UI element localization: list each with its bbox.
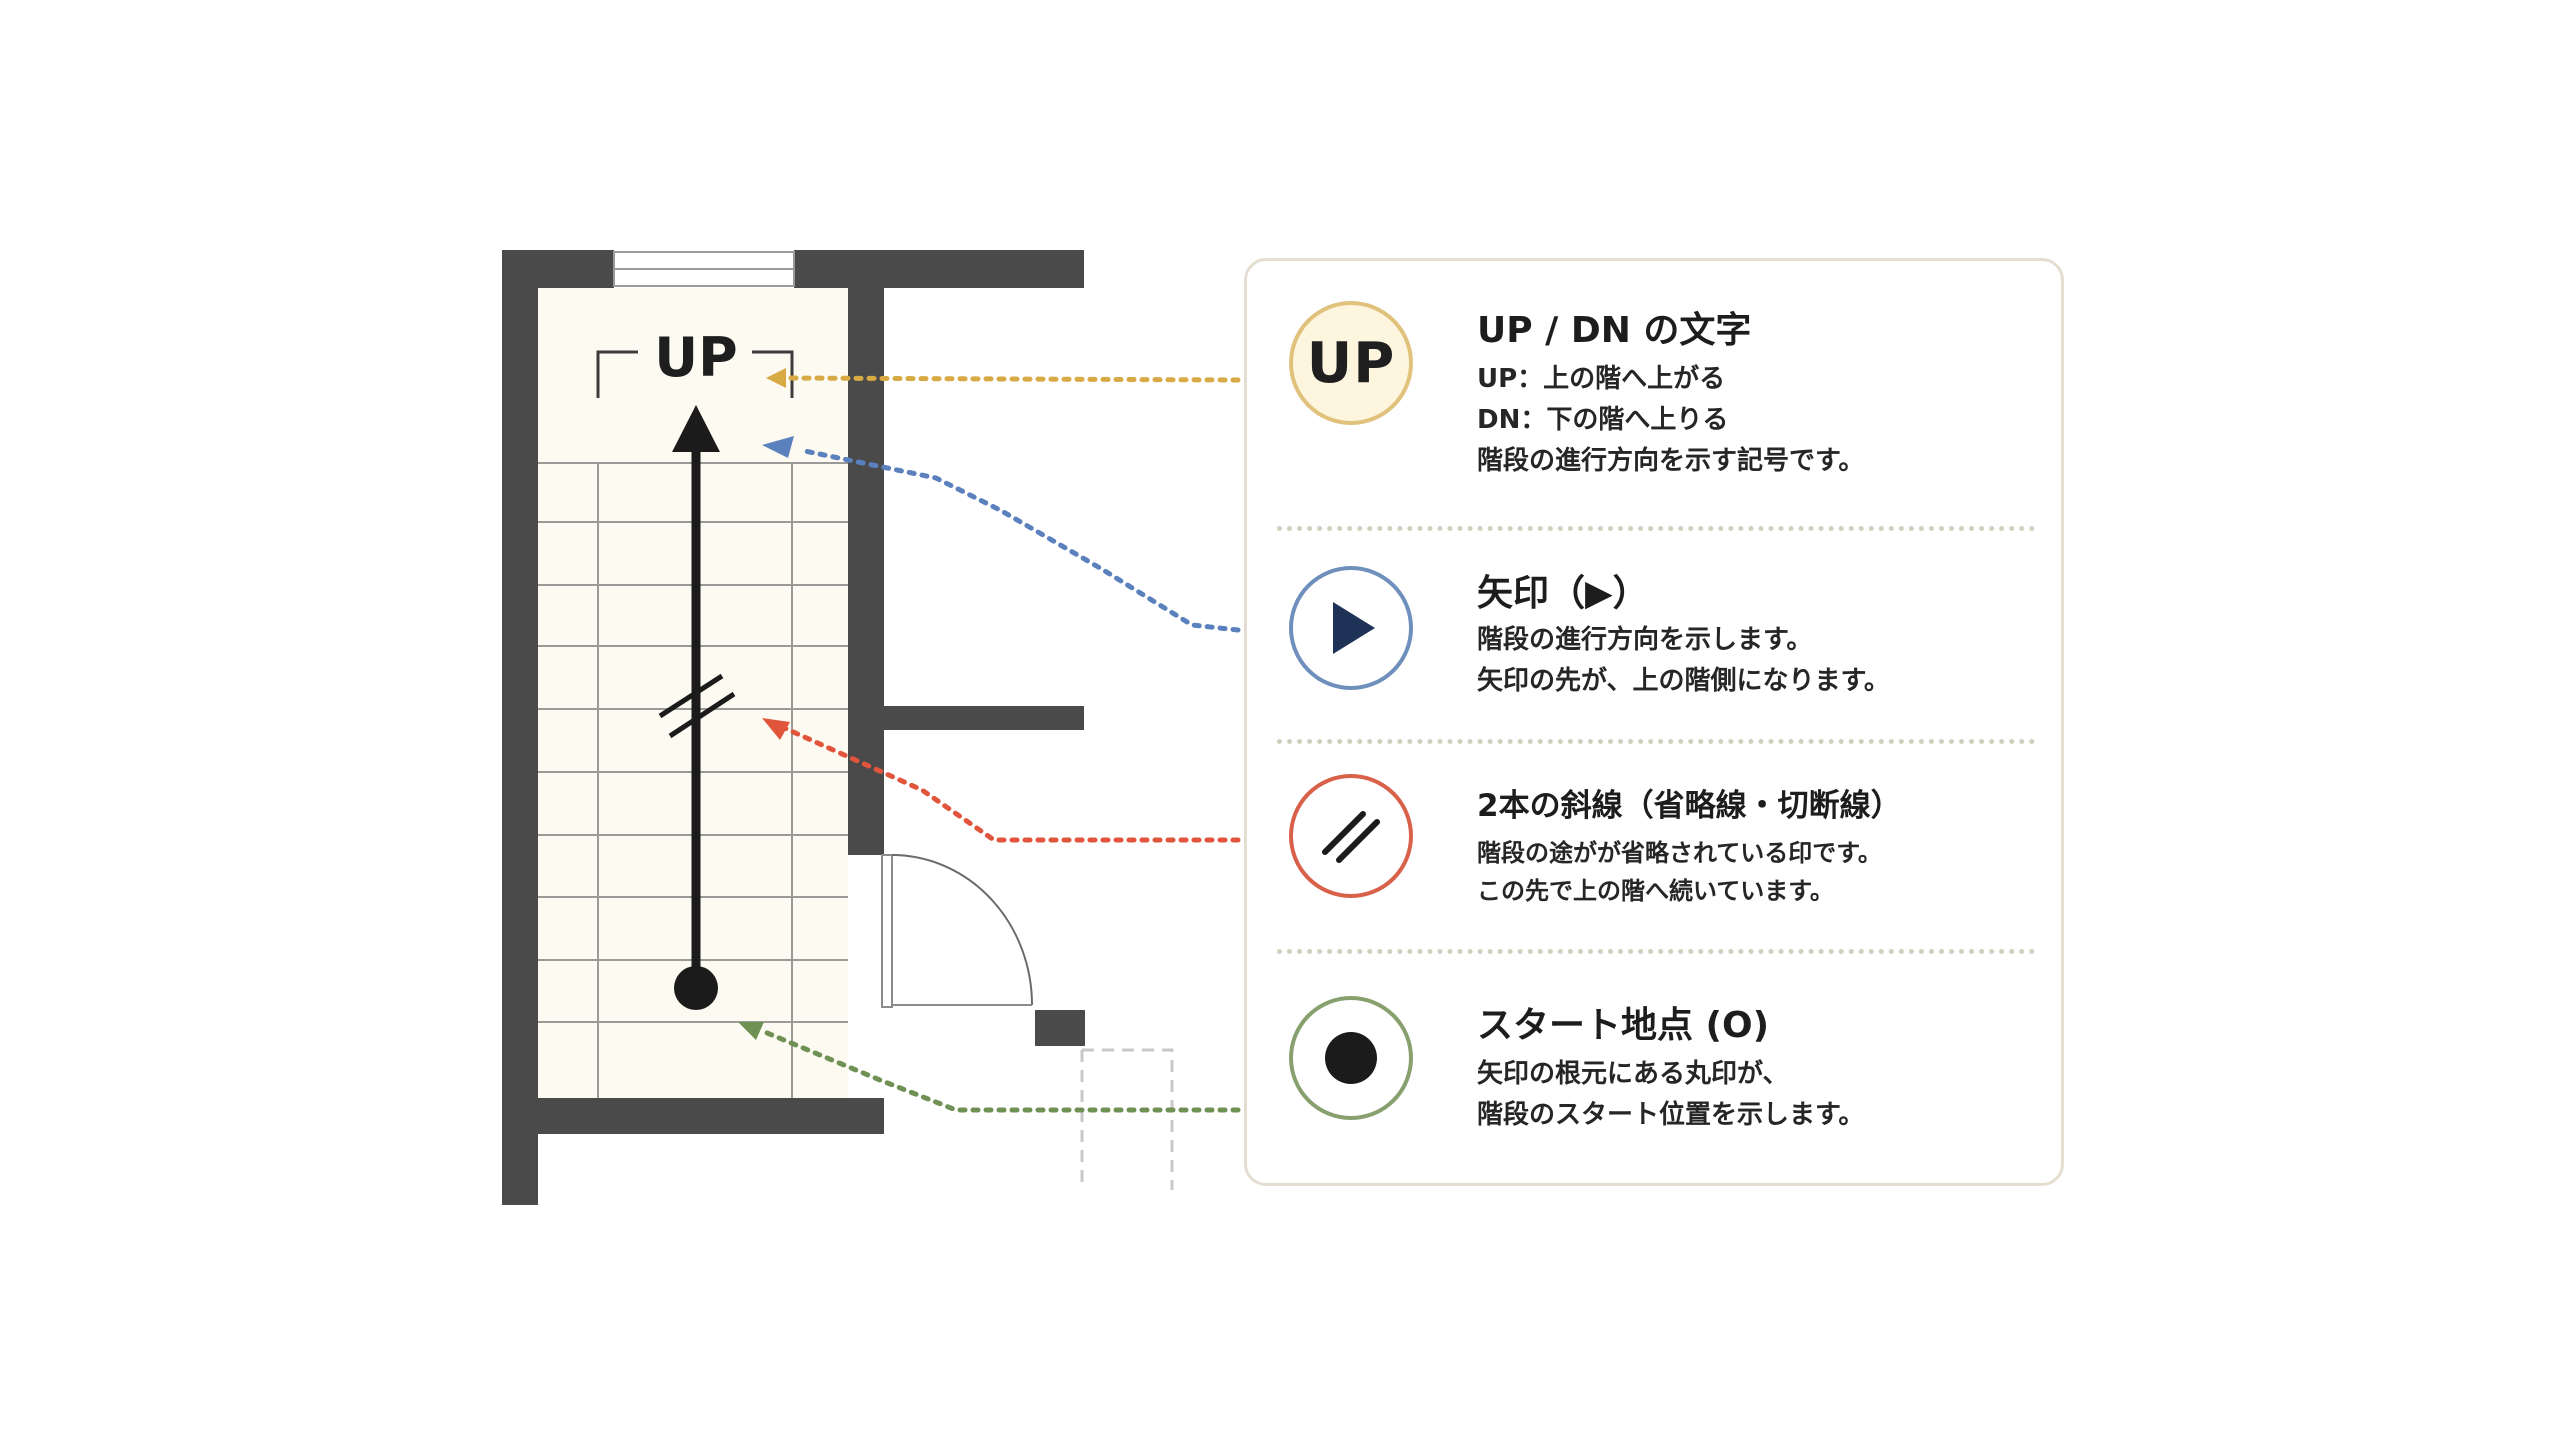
legend-desc-arrow: 階段の進行方向を示します。 矢印の先が、上の階側になります。 — [1477, 620, 1890, 702]
legend-desc-start: 矢印の根元にある丸印が、 階段のスタート位置を示します。 — [1477, 1054, 1864, 1136]
legend-desc-up-dn: UP：上の階へ上がる DN：下の階へ上りる 階段の進行方向を示す記号です。 — [1477, 359, 1864, 482]
landing-bracket — [596, 350, 794, 398]
legend-desc-slash: 階段の途がが省略されている印です。 この先で上の階へ続いています。 — [1477, 834, 1882, 910]
legend-divider — [1277, 739, 2035, 744]
legend-divider — [1277, 526, 2035, 531]
arrow-head-icon — [672, 405, 720, 452]
legend-line: 階段の進行方向を示す記号です。 — [1477, 446, 1865, 476]
legend-line: DN：下の階へ上りる — [1477, 405, 1729, 435]
legend-title-slash: 2本の斜線（省略線・切断線） — [1477, 788, 1902, 824]
legend-line: 階段の途がが省略されている印です。 — [1477, 839, 1882, 867]
walls — [502, 250, 1085, 1205]
legend-title-up-dn: UP / DN の文字 — [1477, 310, 1752, 351]
double-slash-icon — [1322, 811, 1380, 863]
up-badge-text: UP — [1306, 330, 1396, 396]
legend-title-arrow: 矢印（▶） — [1477, 573, 1649, 614]
double-slash-badge — [1289, 774, 1413, 898]
legend-line: UP：上の階へ上がる — [1477, 364, 1726, 394]
start-dot-icon — [1325, 1032, 1377, 1084]
up-label: UP — [654, 326, 737, 389]
dashed-outline — [1080, 1048, 1174, 1190]
start-dot — [674, 966, 718, 1010]
top-window — [613, 251, 795, 287]
play-arrow-icon — [1333, 602, 1375, 654]
arrow-badge — [1289, 566, 1413, 690]
leader-up — [766, 368, 1241, 388]
up-letters-badge: UP — [1289, 301, 1413, 425]
leader-dot — [738, 1022, 1241, 1113]
door-swing — [881, 854, 1033, 1008]
legend-line: 階段のスタート位置を示します。 — [1477, 1100, 1865, 1130]
legend-divider — [1277, 949, 2035, 954]
legend-line: 階段の進行方向を示します。 — [1477, 625, 1813, 655]
legend-title-start: スタート地点 (O) — [1477, 1005, 1770, 1046]
break-lines — [658, 673, 736, 739]
leader-slash — [762, 718, 1241, 843]
legend-panel: UP UP / DN の文字 UP：上の階へ上がる DN：下の階へ上りる 階段の… — [1244, 258, 2064, 1186]
legend-line: 矢印の先が、上の階側になります。 — [1477, 666, 1890, 696]
legend-line: この先で上の階へ続いています。 — [1477, 877, 1834, 905]
legend-line: 矢印の根元にある丸印が、 — [1477, 1059, 1789, 1089]
start-dot-badge — [1289, 996, 1413, 1120]
leader-arrow — [762, 436, 1241, 633]
